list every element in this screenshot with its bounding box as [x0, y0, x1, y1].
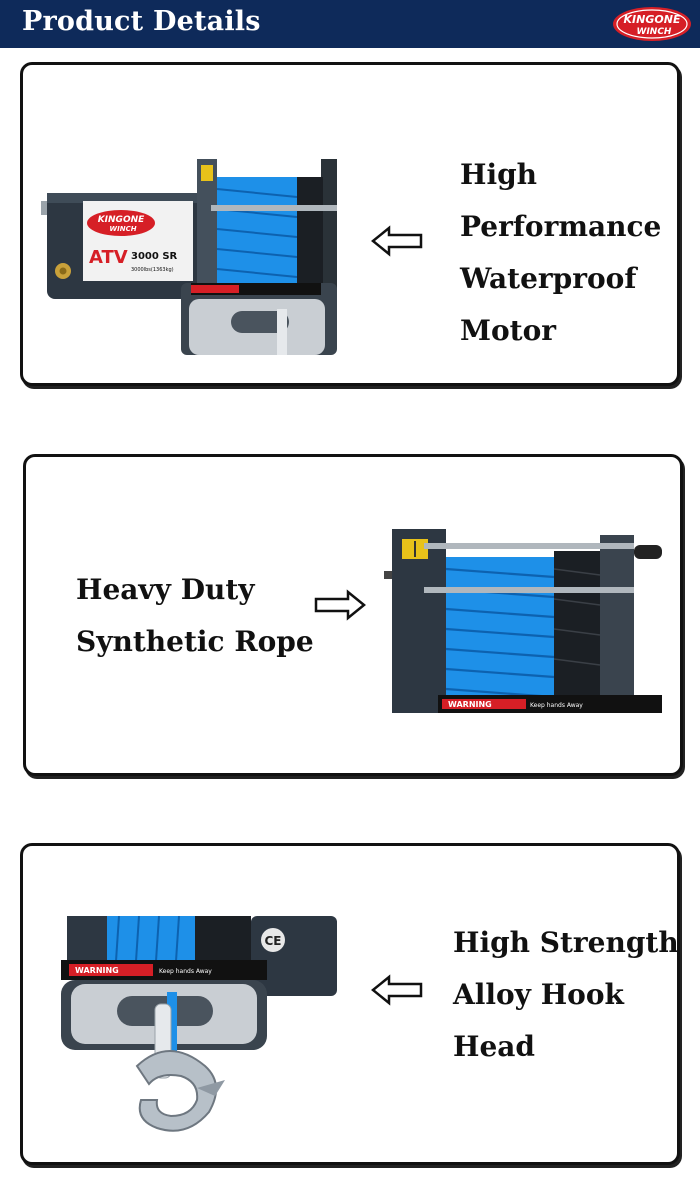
left-arrow-icon: [371, 225, 423, 257]
motor-label-model: ATV: [89, 247, 128, 268]
logo-brand-text: KINGONE: [624, 13, 681, 26]
rope-warning-note: Keep hands Away: [530, 702, 583, 709]
feature-line: Waterproof: [460, 262, 637, 295]
logo-sub-text: WINCH: [637, 27, 672, 37]
page-title: Product Details: [22, 6, 261, 37]
feature-line: Motor: [460, 314, 557, 347]
kingone-winch-logo: KINGONE WINCH: [613, 7, 691, 41]
winch-motor-photo: KINGONE WINCH ATV 3000 SR 3000lbs(1363kg…: [41, 159, 337, 355]
left-arrow-icon: [371, 974, 423, 1006]
hook-warning-note: Keep hands Away: [159, 968, 212, 975]
feature-line: High: [460, 158, 538, 191]
feature-line: Heavy Duty: [76, 573, 255, 606]
page-header: Product Details KINGONE WINCH: [0, 0, 700, 48]
ce-mark: CE: [264, 934, 281, 948]
hook-fairlead-photo: CE WARNING Keep hands Away: [61, 916, 337, 1132]
feature-line: High Strength: [453, 926, 679, 959]
feature-line: Performance: [460, 210, 662, 243]
hook-warning-label: WARNING: [75, 966, 119, 975]
motor-label-rating: 3000lbs(1363kg): [131, 267, 174, 273]
feature-line: Synthetic Rope: [76, 625, 314, 658]
feature-text-hook: High Strength Alloy Hook Head: [453, 917, 679, 1073]
feature-text-rope: Heavy Duty Synthetic Rope: [76, 564, 314, 668]
rope-warning-label: WARNING: [448, 700, 492, 709]
feature-card-hook: CE WARNING Keep hands Away High Strength…: [20, 843, 680, 1165]
feature-line: Head: [453, 1030, 535, 1063]
feature-text-motor: High Performance Waterproof Motor: [460, 149, 661, 357]
motor-label-sub: WINCH: [109, 225, 136, 233]
synthetic-rope-drum-photo: WARNING Keep hands Away: [384, 529, 662, 713]
feature-line: Alloy Hook: [453, 978, 624, 1011]
right-arrow-icon: [314, 589, 366, 621]
motor-label-brand: KINGONE: [98, 215, 145, 225]
feature-card-rope: Heavy Duty Synthetic Rope: [23, 454, 683, 776]
motor-label-capacity: 3000 SR: [131, 251, 178, 262]
feature-card-motor: KINGONE WINCH ATV 3000 SR 3000lbs(1363kg…: [20, 62, 680, 386]
